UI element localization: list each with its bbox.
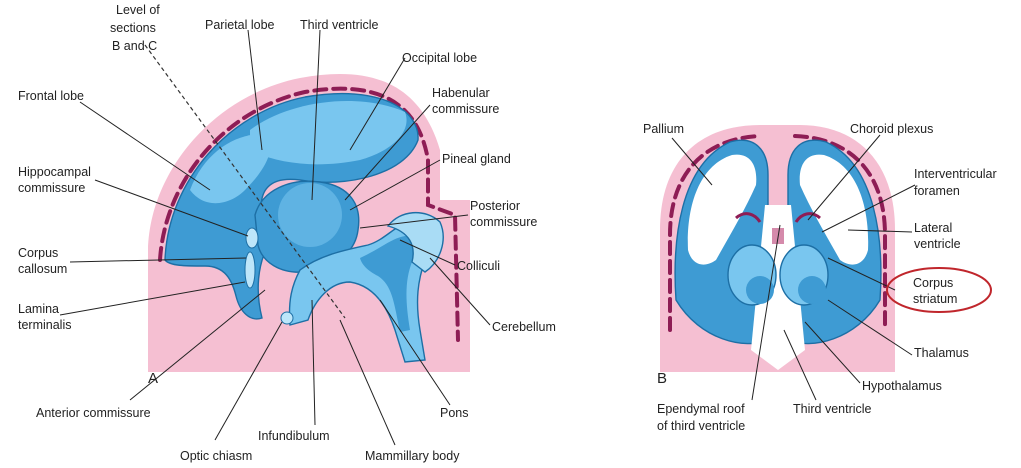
third-ventricle-bulb [278,183,342,247]
label-optic-chiasm: Optic chiasm [180,449,252,463]
label-third-ventricle-b: Third ventricle [793,402,872,416]
label-hippocampal-2: commissure [18,181,85,195]
label-cerebellum: Cerebellum [492,320,556,334]
label-habenular-2: commissure [432,102,499,116]
label-third-ventricle-a: Third ventricle [300,18,379,32]
optic-chiasm-circle [281,312,293,324]
corpus-callosum-oval [245,252,255,288]
label-pallium: Pallium [643,122,684,136]
label-level-2: sections [110,21,156,35]
label-anterior-commissure: Anterior commissure [36,406,151,420]
panel-a-illustration [145,45,470,372]
label-habenular-1: Habenular [432,86,490,100]
label-striatum-1: Corpus [913,276,953,290]
right-thalamus [798,276,826,304]
label-corpus-callosum-1: Corpus [18,246,58,260]
label-interventricular-1: Interventricular [914,167,997,181]
label-ependymal-1: Ependymal roof [657,402,745,416]
panel-a-letter: A [148,370,158,387]
label-level-1: Level of [116,3,160,17]
label-ependymal-2: of third ventricle [657,419,745,433]
label-striatum-2: striatum [913,292,957,306]
label-posterior-1: Posterior [470,199,520,213]
label-lamina-2: terminalis [18,318,72,332]
label-lateral-1: Lateral [914,221,952,235]
label-posterior-2: commissure [470,215,537,229]
label-frontal-lobe: Frontal lobe [18,89,84,103]
label-mammillary-body: Mammillary body [365,449,460,463]
label-lateral-2: ventricle [914,237,961,251]
label-pineal-gland: Pineal gland [442,152,511,166]
label-infundibulum: Infundibulum [258,429,330,443]
label-lamina-1: Lamina [18,302,59,316]
label-occipital-lobe: Occipital lobe [402,51,477,65]
label-thalamus: Thalamus [914,346,969,360]
label-parietal-lobe: Parietal lobe [205,18,275,32]
hippocampal-commissure-oval [246,228,258,248]
label-hypothalamus: Hypothalamus [862,379,942,393]
panel-b-letter: B [657,370,667,387]
label-interventricular-2: foramen [914,184,960,198]
label-choroid-plexus: Choroid plexus [850,122,933,136]
label-colliculi: Colliculi [457,259,500,273]
label-hippocampal-1: Hippocampal [18,165,91,179]
panel-b-illustration [660,125,895,372]
label-corpus-callosum-2: callosum [18,262,67,276]
label-pons: Pons [440,406,469,420]
label-level-3: B and C [112,39,157,53]
